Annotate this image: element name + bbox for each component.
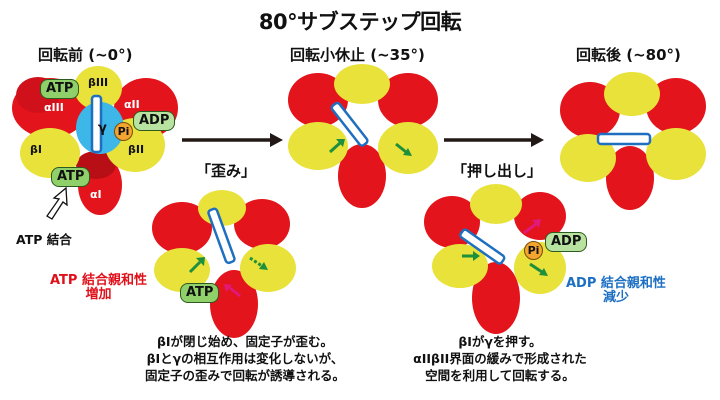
atp-binding-arrow-icon bbox=[46, 186, 68, 220]
green-arrow-icon bbox=[328, 139, 345, 154]
beta-iii-subunit bbox=[74, 66, 122, 110]
dotted-green-arrow-icon bbox=[249, 256, 268, 270]
pushout-desc-line1: βIがγを押す。 bbox=[458, 334, 542, 349]
nucleotide-atp-bottom: ATP bbox=[51, 167, 91, 187]
phosphate-pi: Pi bbox=[114, 122, 133, 141]
green-arrow-icon bbox=[395, 142, 412, 156]
distortion-desc-line3: 固定子の歪みで回転が誘導される。 bbox=[144, 368, 345, 383]
gamma-rod bbox=[90, 94, 103, 154]
f1-structure-distortion bbox=[152, 190, 296, 338]
pushout-desc-line2: αIIβII界面の緩みで形成された bbox=[413, 351, 587, 366]
f1-structure-pause bbox=[288, 64, 438, 208]
atp-affinity-note-line2: 増加 bbox=[85, 287, 112, 302]
atp-binding-label: ATP 結合 bbox=[16, 232, 72, 247]
beta-i-subunit bbox=[20, 128, 80, 178]
subunit-alpha-ii-label: αII bbox=[124, 98, 140, 111]
stage-label-pause: 回転小休止 (~35°) bbox=[290, 46, 425, 64]
step-label-pushout: 「押し出し」 bbox=[452, 162, 543, 180]
nucleotide-atp-top: ATP bbox=[40, 79, 80, 99]
magenta-arrow-icon bbox=[523, 219, 541, 235]
atp-affinity-note-line1: ATP 結合親和性 bbox=[50, 273, 147, 288]
green-arrow-icon bbox=[529, 262, 548, 276]
distortion-desc-line2: βIとγの相互作用は変化しないが、 bbox=[146, 351, 344, 366]
pushout-description: βIがγを押す。 αIIβII界面の緩みで形成された 空間を利用して回転する。 bbox=[380, 333, 620, 384]
nucleotide-adp: ADP bbox=[133, 111, 176, 131]
green-arrow-icon bbox=[462, 251, 480, 261]
f1-structure-after bbox=[560, 72, 706, 210]
adp-affinity-note-line1: ADP 結合親和性 bbox=[566, 276, 666, 291]
arrow-pushout bbox=[444, 133, 544, 147]
phosphate-pi-pushout: Pi bbox=[524, 241, 543, 260]
nucleotide-atp-distortion: ATP bbox=[180, 283, 220, 303]
step-label-distortion: 「歪み」 bbox=[196, 162, 257, 180]
stage-label-after: 回転後 (~80°) bbox=[576, 46, 681, 64]
pushout-desc-line3: 空間を利用して回転する。 bbox=[425, 368, 575, 383]
atp-affinity-note: ATP 結合親和性 増加 bbox=[50, 274, 147, 302]
subunit-alpha-iii-label: αIII bbox=[44, 101, 64, 114]
subunit-alpha-i-label: αI bbox=[90, 188, 102, 201]
green-arrow-icon bbox=[188, 257, 205, 274]
arrow-distortion bbox=[182, 133, 283, 147]
subunit-gamma-label: γ bbox=[98, 121, 107, 136]
magenta-arrow-icon bbox=[224, 284, 241, 298]
nucleotide-adp-pushout: ADP bbox=[545, 232, 588, 252]
subunit-beta-i-label: βI bbox=[30, 143, 42, 156]
adp-affinity-note-line2: 減少 bbox=[602, 290, 629, 305]
subunit-beta-ii-label: βII bbox=[128, 143, 145, 156]
adp-affinity-note: ADP 結合親和性 減少 bbox=[566, 277, 666, 305]
subunit-beta-iii-label: βIII bbox=[88, 76, 109, 89]
distortion-description: βIが閉じ始め、固定子が歪む。 βIとγの相互作用は変化しないが、 固定子の歪み… bbox=[120, 333, 370, 384]
diagram-title: 80°サブステップ回転 bbox=[258, 10, 462, 34]
f1-structure-pushout bbox=[424, 184, 566, 334]
stage-label-before: 回転前 (~0°) bbox=[38, 46, 133, 64]
distortion-desc-line1: βIが閉じ始め、固定子が歪む。 bbox=[156, 334, 334, 349]
